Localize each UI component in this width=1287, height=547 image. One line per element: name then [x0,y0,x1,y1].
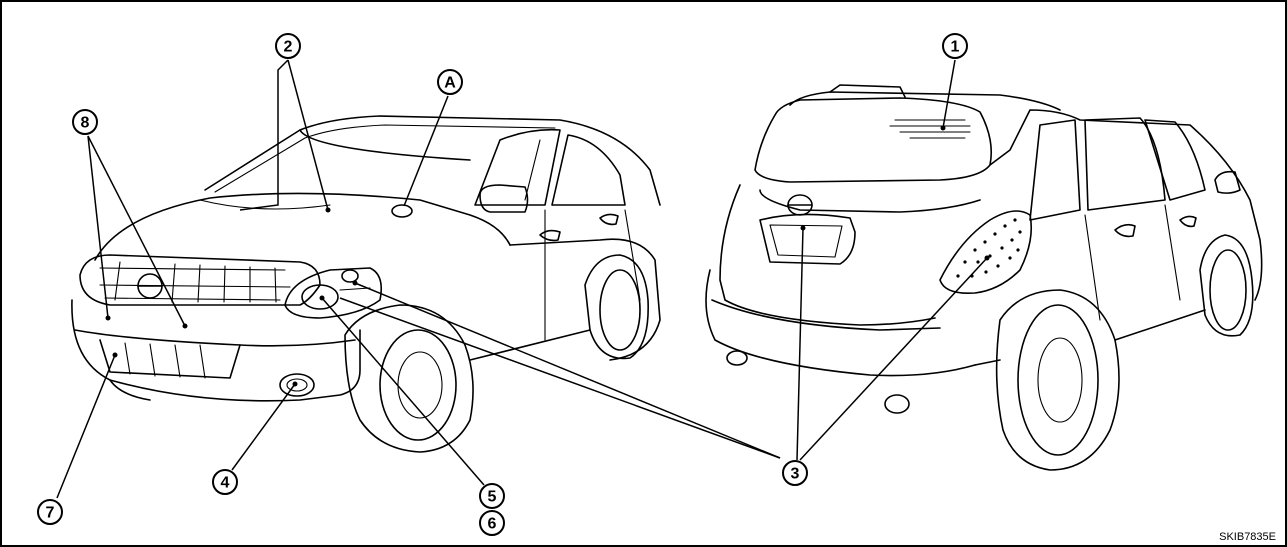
callout-5-label: 5 [488,489,497,506]
figure-code: SKIB7835E [1219,531,1276,543]
callout-1: 1 [942,33,968,59]
callout-2-label: 2 [284,39,293,56]
callout-3-label: 3 [791,466,800,483]
callout-4-label: 4 [221,475,230,492]
callout-4: 4 [212,469,238,495]
callout-A-label: A [444,75,456,92]
callout-A: A [437,69,463,95]
callout-6-label: 6 [488,516,497,533]
callout-8-label: 8 [81,115,90,132]
grille-slats [99,261,291,303]
callout-3: 3 [782,460,808,486]
callout-6: 6 [479,510,505,536]
tail-lamp-dots [956,218,1022,278]
callout-1-label: 1 [951,39,960,56]
leader-lines [56,59,990,499]
callout-2: 2 [275,33,301,59]
callout-7-label: 7 [46,505,55,522]
defogger-lines [889,119,971,139]
front-vehicle-illustration [71,115,661,453]
rear-vehicle-illustration [705,84,1263,471]
callout-7: 7 [37,499,63,525]
callout-5: 5 [479,483,505,509]
callout-8: 8 [72,109,98,135]
